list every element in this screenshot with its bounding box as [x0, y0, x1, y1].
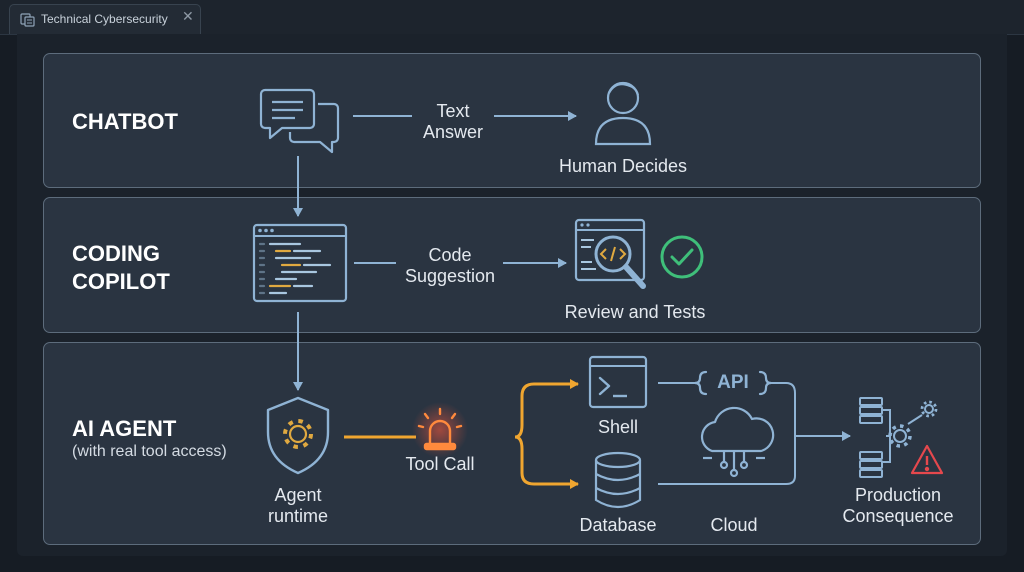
- terminal-icon: [588, 355, 648, 409]
- code-review-icon: [574, 218, 646, 289]
- production-consequence-icon: [859, 397, 944, 478]
- database-icon: [594, 451, 642, 509]
- production-consequence-label-line2: Consequence: [842, 506, 954, 526]
- api-label: API: [717, 372, 749, 393]
- review-and-tests-label: Review and Tests: [564, 302, 706, 322]
- coding-copilot-panel: [43, 197, 981, 333]
- close-icon[interactable]: ✕: [182, 9, 194, 25]
- coding-copilot-title-line1: CODING: [72, 241, 160, 266]
- code-window-icon: [252, 223, 348, 303]
- tab-title: Technical Cybersecurity: [41, 12, 168, 26]
- document-tab-icon: [20, 13, 35, 27]
- check-circle-icon: [660, 235, 704, 279]
- tab-technical-cybersecurity[interactable]: Technical Cybersecurity ✕: [9, 4, 201, 34]
- ai-agent-subtitle: (with real tool access): [72, 443, 227, 460]
- chatbot-panel: [43, 53, 981, 188]
- cloud-icon: [700, 406, 775, 478]
- text-answer-label-line2: Answer: [422, 122, 484, 142]
- code-suggestion-label-line1: Code: [428, 245, 472, 265]
- database-label: Database: [579, 515, 657, 535]
- user-icon: [594, 81, 652, 146]
- chatbot-title: CHATBOT: [72, 109, 178, 134]
- shell-label: Shell: [597, 417, 639, 437]
- shield-gear-icon: [266, 396, 330, 475]
- agent-runtime-label-line1: Agent: [274, 485, 322, 505]
- alarm-siren-icon: [417, 407, 463, 451]
- ai-agent-title: AI AGENT: [72, 416, 177, 441]
- coding-copilot-title-line2: COPILOT: [72, 269, 170, 294]
- code-suggestion-label-line2: Suggestion: [404, 266, 496, 286]
- ai-agent-panel: [43, 342, 981, 545]
- tool-call-label: Tool Call: [405, 454, 475, 474]
- human-decides-label: Human Decides: [558, 156, 688, 176]
- text-answer-label-line1: Text: [436, 101, 470, 121]
- agent-runtime-label-line2: runtime: [267, 506, 329, 526]
- production-consequence-label-line1: Production: [854, 485, 942, 505]
- tab-bar: Technical Cybersecurity ✕: [0, 0, 1024, 35]
- cloud-label: Cloud: [710, 515, 758, 535]
- chat-bubbles-icon: [259, 88, 340, 154]
